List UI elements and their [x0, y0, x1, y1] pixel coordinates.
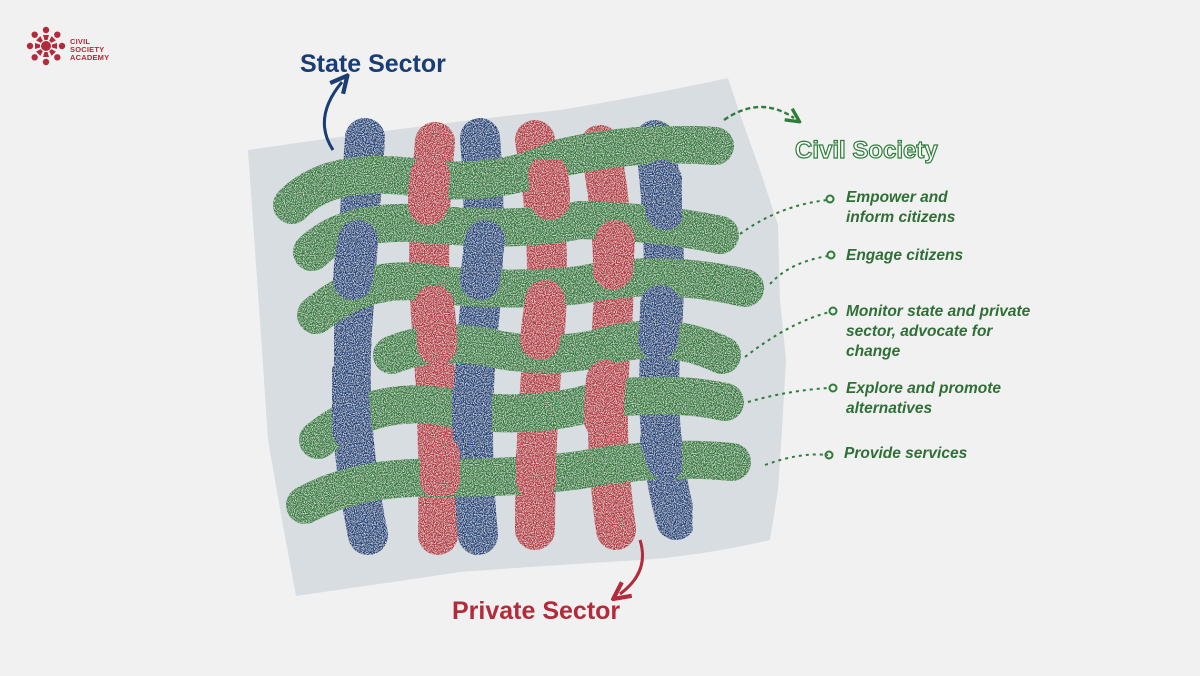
- civil-society-label: Civil Society: [794, 136, 938, 164]
- sunburst-people-logo-icon: [26, 26, 66, 66]
- role-bullet-1: [825, 194, 835, 204]
- civil-thread-5: [299, 376, 744, 459]
- logo-line-2: SOCIETY: [70, 45, 105, 54]
- civil-thread-1: [273, 125, 734, 224]
- role-connector-2: [769, 255, 829, 285]
- private-sector-label: Private Sector: [452, 597, 621, 625]
- role-4-line-1: Explore and promote: [846, 380, 1002, 397]
- role-bullet-2: [826, 250, 836, 260]
- role-explore-alternatives: Explore and promote alternatives: [846, 379, 1001, 419]
- role-connector-1: [739, 199, 829, 235]
- logo-line-1: CIVIL: [70, 37, 91, 46]
- role-5-line-1: Provide services: [844, 445, 968, 462]
- state-sector-arrow: [322, 82, 342, 151]
- private-thread-2-over: [528, 155, 570, 220]
- state-thread-1-over-2: [328, 360, 372, 450]
- private-thread-3-over: [593, 220, 635, 290]
- state-thread-3-over-2: [638, 285, 680, 360]
- civil-society-arrow: [723, 105, 794, 120]
- role-1-line-1: Empower and: [846, 189, 948, 206]
- state-thread-3-over-3: [640, 420, 686, 480]
- logo-wordmark: CIVIL SOCIETY ACADEMY: [70, 38, 140, 62]
- civil-society-academy-logo: CIVIL SOCIETY ACADEMY: [24, 24, 134, 70]
- role-2-line-1: Engage citizens: [846, 247, 964, 264]
- private-thread-1-over-2: [414, 285, 457, 365]
- role-connector-4: [747, 387, 831, 403]
- role-4-line-2: alternatives: [846, 400, 933, 417]
- private-thread-1-over: [408, 155, 450, 225]
- role-connector-5: [764, 453, 829, 466]
- state-thread-3-over: [642, 160, 685, 230]
- role-3-line-2: sector, advocate for: [846, 323, 993, 340]
- role-bullet-3: [828, 306, 838, 316]
- state-thread-2-over: [460, 220, 505, 300]
- role-bullet-4: [828, 383, 838, 393]
- role-provide-services: Provide services: [844, 444, 967, 464]
- civil-thread-3: [297, 258, 764, 334]
- role-bullet-5: [824, 450, 834, 460]
- role-1-line-2: inform citizens: [846, 209, 956, 226]
- role-3-line-1: Monitor state and private: [846, 303, 1031, 320]
- private-sector-arrow: [620, 539, 644, 594]
- logo-line-3: ACADEMY: [70, 53, 110, 62]
- private-thread-2-over-2: [520, 280, 565, 360]
- state-thread-1-over: [333, 220, 378, 300]
- role-monitor-advocate: Monitor state and private sector, advoca…: [846, 302, 1030, 362]
- role-empower-inform: Empower and inform citizens: [846, 188, 955, 228]
- state-sector-label: State Sector: [300, 50, 446, 78]
- role-engage-citizens: Engage citizens: [846, 246, 963, 266]
- private-thread-3-over-2: [584, 360, 626, 440]
- role-3-line-3: change: [846, 343, 901, 360]
